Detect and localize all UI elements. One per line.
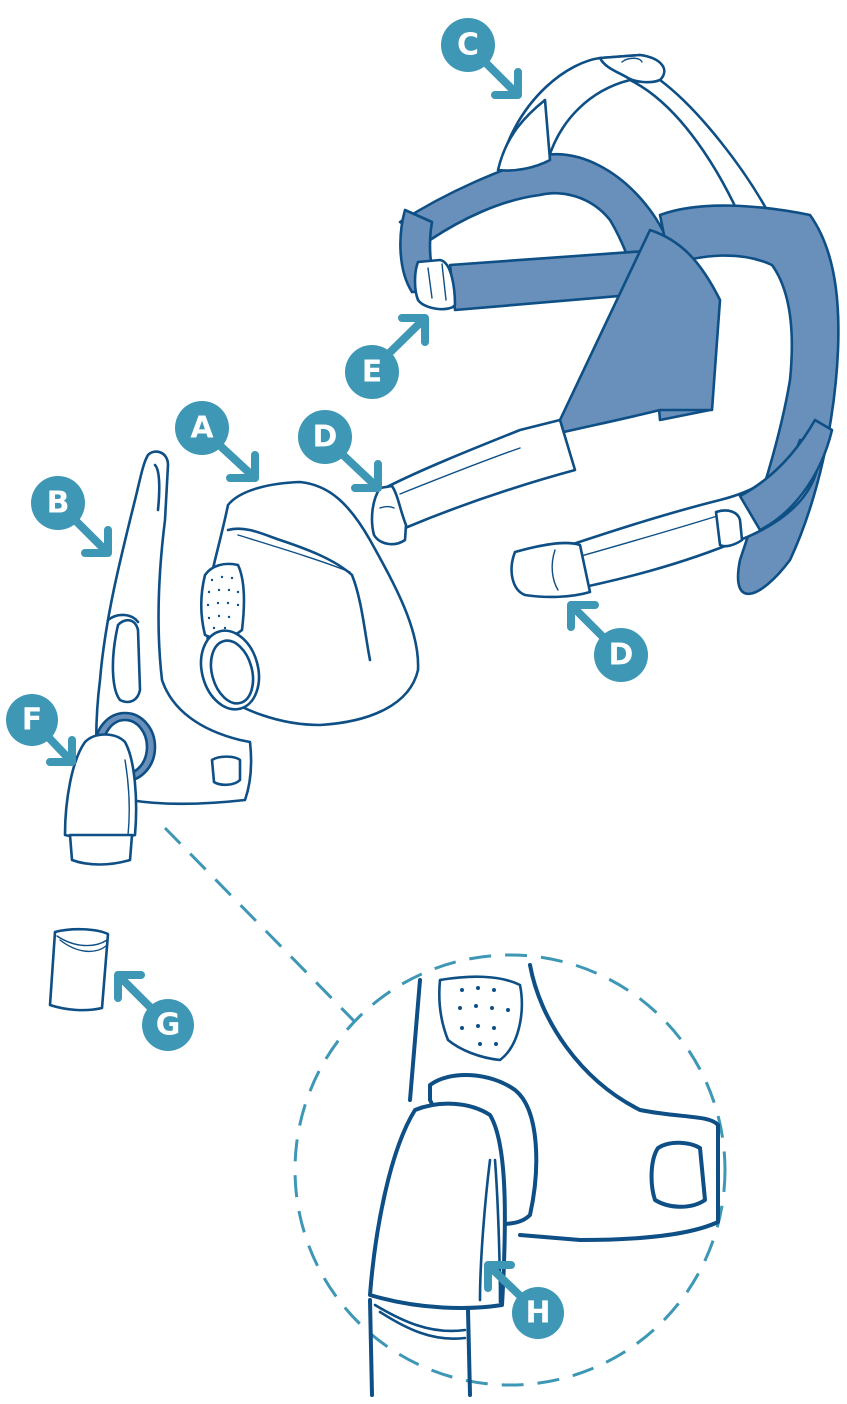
callout-label-B: B (47, 486, 70, 521)
cushion (199, 480, 420, 727)
callout-label-C: C (457, 28, 479, 63)
elbow (63, 711, 157, 866)
detail-view (163, 826, 727, 1397)
callout-G: G (114, 971, 194, 1051)
callout-C: C (441, 18, 522, 99)
callout-D-lower: D (567, 601, 648, 682)
swivel-connector (48, 927, 110, 1012)
callout-H: H (484, 1261, 564, 1339)
callout-D-upper: D (298, 410, 382, 492)
callout-label-D-lower: D (609, 638, 634, 673)
callout-label-H: H (525, 1296, 550, 1331)
callout-A: A (175, 401, 259, 482)
callout-label-F: F (22, 703, 43, 738)
vent-dots (206, 575, 240, 630)
callout-E: E (345, 314, 429, 399)
callout-label-G: G (156, 1008, 181, 1043)
callout-label-E: E (362, 355, 383, 390)
callout-label-A: A (190, 411, 214, 446)
callout-B: B (31, 476, 112, 557)
callout-label-D-upper: D (313, 420, 338, 455)
detail-vent-dots (458, 986, 510, 1046)
headgear (370, 53, 840, 599)
callout-F: F (6, 694, 76, 766)
